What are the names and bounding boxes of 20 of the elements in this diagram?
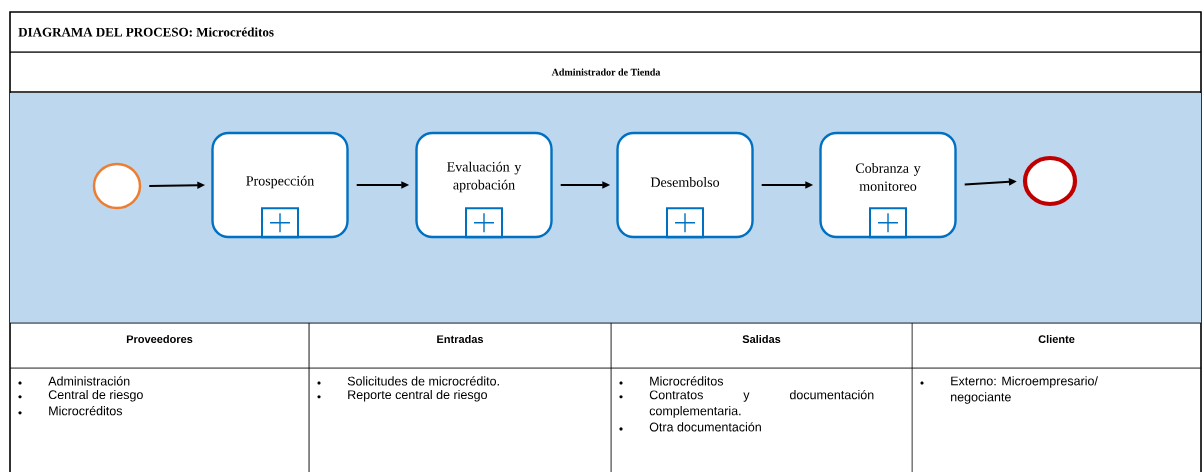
list-item: Microcréditos [18,406,123,416]
list-item: Externo: Microempresario/ negociante [920,376,1098,404]
subprocess-box: Evaluación y aprobación [415,131,553,239]
column-header: Cliente [1038,334,1075,344]
column-header: Entradas [437,334,484,344]
start-event-circle [92,162,142,210]
diagram-title: DIAGRAMA DEL PROCESO: Microcréditos [18,27,274,37]
subprocess-box: Cobranza y monitoreo [819,131,957,239]
list-item: Microcréditos [619,376,724,386]
list-item: Central de riesgo [18,389,143,402]
list-item: Otra documentación [619,422,761,432]
list-item: Administración [18,376,130,386]
list-item: Solicitudes de microcrédito. [317,376,499,386]
node-label: Administrador de Tienda [551,68,661,76]
column-header: Salidas [742,334,781,344]
list-item: Reporte central de riesgo [317,389,487,402]
list-item: Contratos y documentación complementaria. [619,389,874,418]
subprocess-box: Prospección [211,131,349,239]
subprocess-box: Desembolso [616,131,754,239]
column-header: Proveedores [126,334,193,344]
